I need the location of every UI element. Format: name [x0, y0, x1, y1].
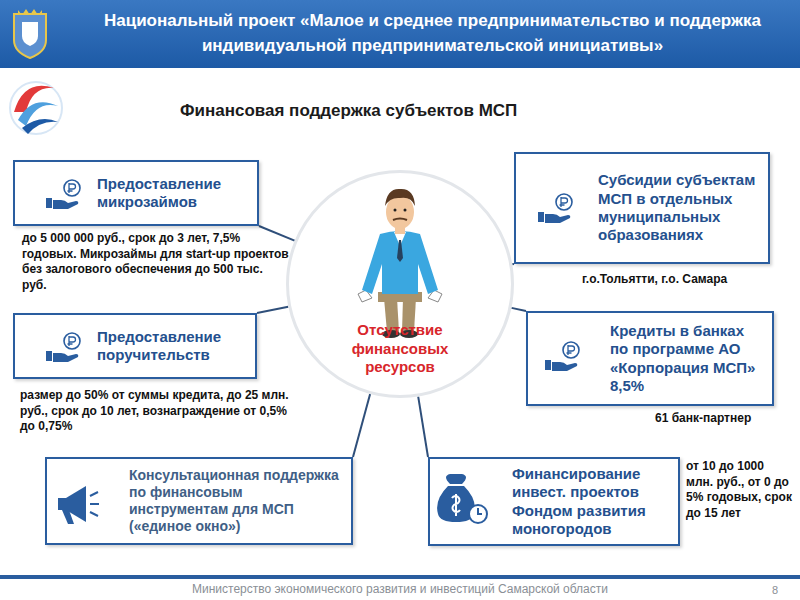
connector-line [259, 226, 295, 241]
header-band [0, 0, 800, 68]
money-icon [46, 180, 80, 209]
coat-of-arms [14, 9, 46, 58]
money-icon [538, 194, 572, 223]
box-text: Финансирование инвест. проектов Фондом р… [512, 465, 670, 538]
box-text: Предоставление микрозаймов [97, 175, 249, 212]
support-box: Предоставление поручительств [13, 313, 257, 379]
detail-note: до 5 000 000 руб., срок до 3 лет, 7,5% г… [22, 231, 290, 293]
text-group: Предоставление поручительств [97, 328, 247, 365]
section-subtitle: Финансовая поддержка субъектов МСП [180, 100, 620, 122]
person-illustration [358, 189, 442, 338]
money-bag-icon [437, 474, 487, 523]
page-number: 8 [772, 583, 792, 597]
footer-caption: Министерство экономического развития и и… [100, 582, 700, 596]
support-box: Субсидии субъектам МСП в отдельных муниц… [514, 152, 770, 264]
footer-line [0, 575, 800, 579]
detail-note: 61 банк-партнер [655, 411, 785, 427]
connector-line [418, 397, 428, 457]
center-circle: Отсутствие финансовых ресурсов [286, 170, 514, 398]
support-box: Консультационная поддержка по финансовым… [45, 457, 353, 545]
connector-line [353, 394, 370, 457]
text-group: Кредиты в банках по программе АО «Корпор… [610, 322, 764, 395]
header-title: Национальный проект «Малое и среднее пре… [70, 9, 795, 58]
megaphone-icon [58, 486, 99, 524]
text-group: Предоставление микрозаймов [97, 175, 249, 212]
support-box: Предоставление микрозаймов [13, 160, 259, 226]
box-text: Кредиты в банках по программе АО «Корпор… [610, 322, 764, 395]
connector-line [511, 308, 526, 311]
connector-line [257, 307, 288, 313]
money-icon [46, 333, 80, 362]
text-group: Субсидии субъектам МСП в отдельных муниц… [598, 171, 760, 244]
project-logo [10, 82, 62, 134]
detail-note: от 10 до 1000 млн. руб., от 0 до 5% годо… [686, 459, 794, 521]
text-group: Финансирование инвест. проектов Фондом р… [512, 465, 670, 538]
box-text: Консультационная поддержка по финансовым… [129, 467, 343, 535]
support-box: Финансирование инвест. проектов Фондом р… [428, 457, 680, 546]
center-text: Отсутствие финансовых ресурсов [340, 321, 460, 377]
support-box: Кредиты в банках по программе АО «Корпор… [526, 311, 774, 406]
detail-note: размер до 50% от суммы кредита, до 25 мл… [20, 388, 292, 435]
detail-note: г.о.Тольятти, г.о. Самара [582, 272, 782, 288]
box-text: Субсидии субъектам МСП в отдельных муниц… [598, 171, 760, 244]
text-group: Консультационная поддержка по финансовым… [129, 467, 343, 535]
box-text: Предоставление поручительств [97, 328, 247, 365]
money-icon [545, 342, 579, 371]
text-group: Отсутствие финансовых ресурсов [340, 321, 460, 377]
